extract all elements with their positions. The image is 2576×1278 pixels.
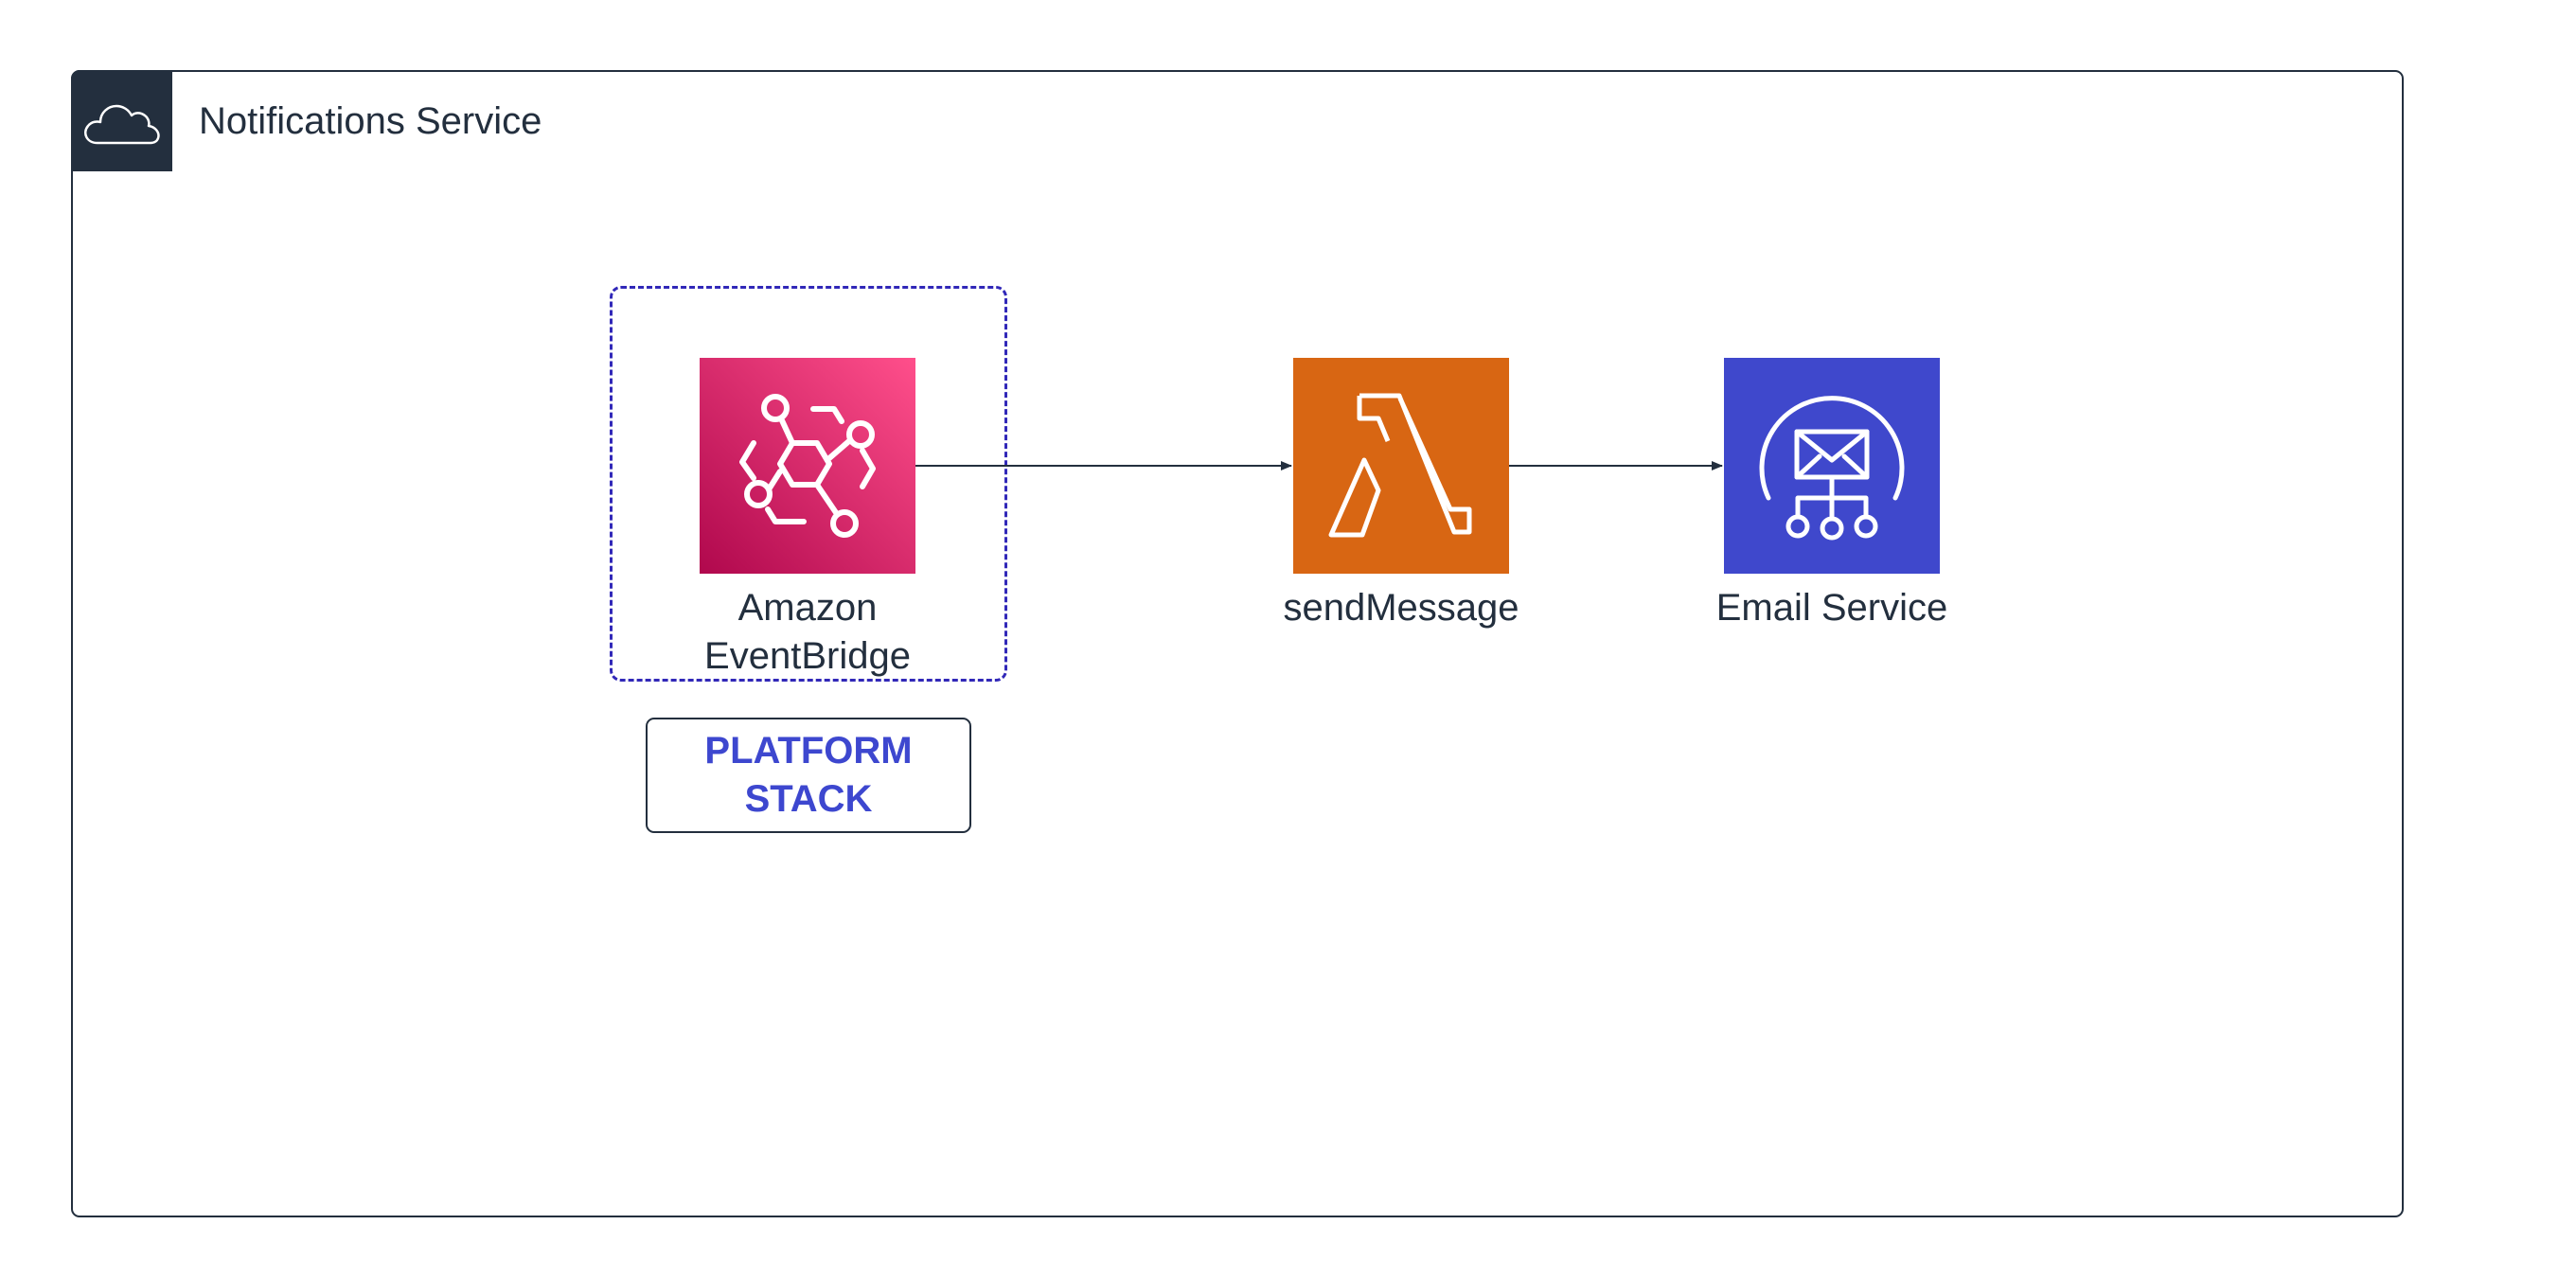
lambda-icon (1293, 358, 1509, 574)
send-message-label: sendMessage (1283, 587, 1519, 629)
notifications-service-group (71, 70, 2404, 1217)
email-service-node[interactable] (1724, 358, 1940, 574)
send-message-node[interactable] (1293, 358, 1509, 574)
eventbridge-node[interactable] (700, 358, 915, 574)
platform-stack-note: PLATFORM STACK (646, 718, 971, 833)
email-service-icon (1724, 358, 1940, 574)
cloud-icon (71, 70, 172, 171)
eventbridge-icon (700, 358, 915, 574)
platform-stack-boundary (610, 286, 1007, 682)
eventbridge-label: Amazon EventBridge (704, 587, 911, 677)
email-service-label: Email Service (1715, 587, 1948, 629)
group-title: Notifications Service (199, 100, 542, 142)
